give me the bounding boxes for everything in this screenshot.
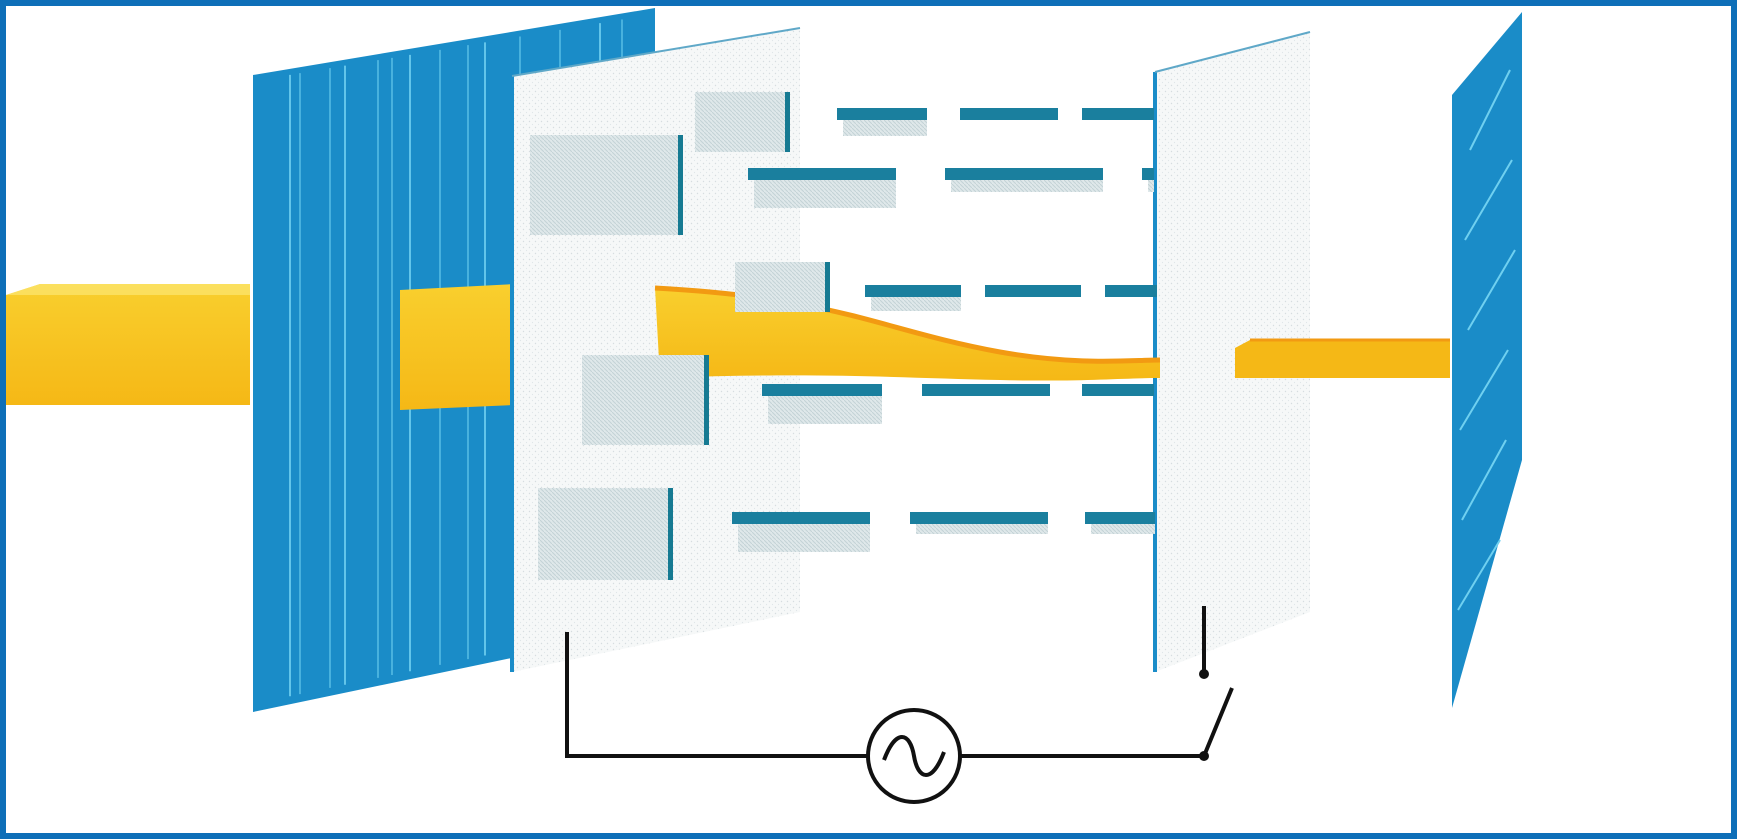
outgoing-light-beam (1235, 340, 1450, 378)
molecule (985, 285, 1081, 297)
molecule (732, 512, 870, 524)
switch-contact-bottom (1199, 751, 1209, 761)
molecule-shadow (738, 524, 870, 552)
light-beam-through-polarizer (400, 284, 515, 410)
molecule-shadow (754, 180, 896, 208)
molecule-block-edge (785, 92, 790, 152)
molecule-shadow (1091, 524, 1155, 534)
rear-polarizer (1452, 12, 1522, 708)
molecule (945, 168, 1103, 180)
molecule-shadow (871, 297, 961, 311)
molecule-block (695, 92, 785, 152)
molecule-block-edge (668, 488, 673, 580)
switch-contact-top (1199, 669, 1209, 679)
molecule-block (735, 262, 825, 312)
molecule-shadow (951, 180, 1103, 192)
molecule (748, 168, 896, 180)
molecule-block (582, 355, 704, 445)
molecule-block-edge (678, 135, 683, 235)
molecule (1105, 285, 1157, 297)
molecule-shadow (768, 396, 882, 424)
molecule (960, 108, 1058, 120)
molecule (762, 384, 882, 396)
molecule-block (538, 488, 668, 580)
molecule (837, 108, 927, 120)
ac-voltage-source-icon (868, 710, 960, 802)
molecule-shadow (916, 524, 1048, 534)
molecule (910, 512, 1048, 524)
molecule (1082, 108, 1154, 120)
molecule (865, 285, 961, 297)
molecule (1082, 384, 1154, 396)
molecule-block-edge (825, 262, 830, 312)
molecule (1142, 168, 1154, 180)
molecule (1085, 512, 1155, 524)
molecule (922, 384, 1050, 396)
incoming-light-beam (6, 284, 250, 405)
molecule-block-edge (704, 355, 709, 445)
switch-arm (1204, 688, 1232, 756)
molecule-block (530, 135, 678, 235)
molecule-shadow (843, 120, 927, 136)
molecule-shadow (1148, 180, 1154, 192)
